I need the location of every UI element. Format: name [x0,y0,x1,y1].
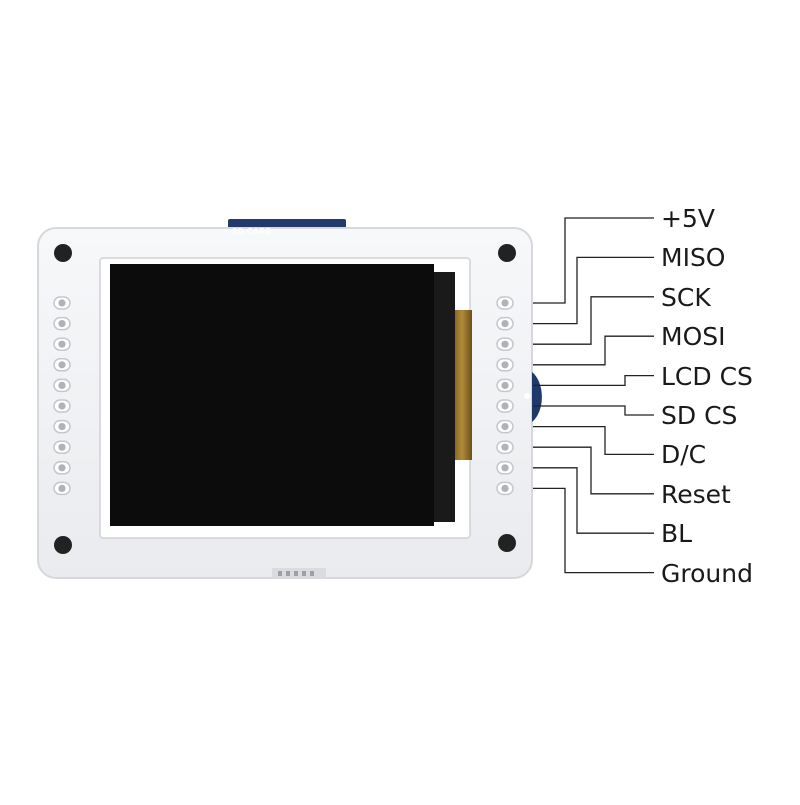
pin-label-mosi: MOSI [661,322,726,352]
right-pin-pad [496,378,514,393]
left-pin-pad [53,337,71,351]
right-pin-pad [496,316,514,331]
pin-leader-lines [533,217,654,574]
pin-label-miso: MISO [661,243,726,273]
left-pin-pad [53,399,71,413]
right-pin-pad [496,296,514,310]
leader-line-vcc [533,217,654,304]
flex-cable [452,310,472,460]
leader-line-sck [533,296,654,345]
leader-line-dc [533,425,654,456]
left-pin-pad [53,378,71,393]
pin-label-vcc: +5V [661,204,715,233]
leader-line-reset [533,446,654,495]
right-pin-header [496,296,514,496]
bottom-connector [272,568,326,578]
left-pin-pad [53,419,71,434]
leader-line-gnd [533,487,654,574]
left-pin-pad [53,296,71,310]
pin-label-dc: D/C [661,440,707,470]
lcd-screen [110,264,434,526]
pin-label-reset: Reset [661,479,731,509]
leader-line-mosi [533,335,654,366]
left-pin-pad [53,358,71,372]
left-pin-pad [53,316,71,331]
right-pin-pad [496,461,514,475]
right-pin-pad [496,358,514,372]
connector-bump [532,372,542,422]
display-edge [433,272,455,522]
leader-line-lcdcs [533,374,654,387]
mounting-hole-top-left-icon [54,244,72,262]
mounting-hole-top-right-icon [498,244,516,262]
right-pin-pad [496,337,514,351]
leader-line-sdcs [533,405,654,416]
pin-label-lcdcs: LCD CS [661,361,753,391]
right-pin-pad [496,399,514,413]
pin-label-sdcs: SD CS [661,401,738,430]
left-pin-header [53,296,71,496]
pin-label-sck: SCK [661,282,711,312]
right-pin-pad [496,440,514,454]
right-pin-pad [496,481,514,496]
right-pin-pad [496,419,514,434]
connector-mark-icon [524,393,530,399]
left-pin-pad [53,461,71,475]
left-pin-pad [53,481,71,496]
mounting-hole-bottom-right-icon [498,534,516,552]
pin-label-gnd: Ground [661,558,753,588]
left-pin-pad [53,440,71,454]
leader-line-miso [533,256,654,325]
pin-label-bl: BL [661,519,693,549]
mounting-hole-bottom-left-icon [54,536,72,554]
sd-card-tab-label: SD CARD [232,227,272,236]
leader-line-bl [533,467,654,534]
